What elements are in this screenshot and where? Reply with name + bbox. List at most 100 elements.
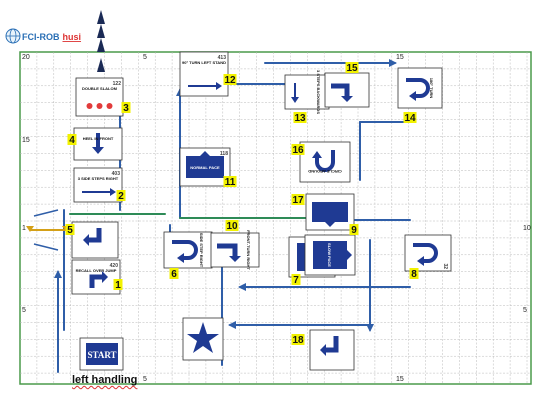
station-label: 3 STEPS BACKWARDS — [316, 70, 321, 114]
station-badge-18: 18 — [291, 334, 305, 346]
station-code: 32 — [442, 263, 448, 269]
axis-bottom-mid: 5 — [143, 376, 147, 383]
station-badge-17: 17 — [291, 194, 305, 206]
station-label: CIRCLE AROUND — [308, 169, 342, 174]
start-label: START — [87, 350, 116, 360]
station-number: 18 — [292, 335, 304, 346]
station-number: 9 — [351, 225, 357, 236]
arrow-icon — [89, 274, 104, 288]
station-number: 14 — [404, 113, 416, 124]
arrow-icon — [324, 336, 339, 353]
start-sign: START — [79, 337, 124, 371]
arrow-icon — [54, 270, 62, 278]
station-badge-13: 13 — [293, 112, 307, 124]
arrow-icon — [315, 150, 335, 172]
logo-primary: FCI-ROB — [22, 32, 60, 42]
axis-right-middle: 10 — [523, 225, 531, 232]
arrow-icon — [366, 324, 374, 332]
station-label: NORMAL PACE — [190, 165, 220, 170]
station-number: 5 — [67, 225, 73, 236]
station-badge-15: 15 — [345, 62, 359, 74]
cone-icon — [97, 58, 105, 72]
station-number: 3 — [123, 103, 129, 114]
arrow-icon — [87, 228, 102, 243]
arrow-icon — [331, 83, 350, 98]
station-label: SIDE STEP RIGHT — [199, 233, 204, 268]
station-badge-16: 16 — [291, 144, 305, 156]
station-number: 15 — [346, 63, 358, 74]
station-number: 13 — [294, 113, 306, 124]
station-sign-9: SLOW PACE — [304, 234, 356, 276]
axis-labels: 20 5 15 15 1 5 10 5 5 15 — [22, 54, 531, 383]
station-code: 413 — [218, 55, 227, 61]
station-label: SLOW PACE — [327, 243, 332, 267]
station-sign-17 — [305, 193, 355, 231]
cone-icon — [97, 10, 105, 24]
axis-top-left: 20 — [22, 54, 30, 61]
station-label: 180° TURN — [429, 78, 434, 99]
station-badge-14: 14 — [403, 112, 417, 124]
cone-icon — [106, 103, 113, 109]
logo-secondary: husi — [63, 32, 82, 42]
station-code: 403 — [112, 171, 121, 177]
station-number: 7 — [293, 275, 299, 286]
star-sign — [182, 317, 224, 361]
station-badge-5: 5 — [65, 224, 75, 236]
axis-top-right: 15 — [396, 54, 404, 61]
station-number: 1 — [115, 280, 121, 291]
axis-top-mid: 5 — [143, 54, 147, 61]
station-sign-15 — [324, 72, 370, 108]
arrow-icon — [238, 283, 246, 291]
star-icon — [187, 322, 219, 353]
station-sign-10: FRONT-TURN RIGHT — [210, 230, 260, 270]
arrow-icon — [172, 240, 198, 260]
station-badge-2: 2 — [116, 190, 126, 202]
station-badge-9: 9 — [349, 224, 359, 236]
station-number: 10 — [226, 221, 238, 232]
station-badge-3: 3 — [121, 102, 131, 114]
station-sign-4: HEEL IN FRONT — [73, 127, 123, 161]
station-number: 4 — [69, 135, 75, 146]
station-sign-5 — [71, 221, 119, 259]
arrow-icon — [345, 248, 352, 262]
axis-bottom-right: 15 — [396, 376, 404, 383]
station-sign-13: 3 STEPS BACKWARDS — [284, 70, 330, 114]
axis-left-middle: 1 — [22, 225, 26, 232]
station-label: HEEL IN FRONT — [83, 136, 114, 141]
cone-stack — [97, 10, 105, 72]
station-sign-8: 32 — [404, 234, 452, 272]
station-code: 122 — [113, 81, 122, 87]
arrow-icon — [389, 59, 397, 67]
station-sign-14: 180° TURN — [397, 67, 443, 109]
station-sign-16: CIRCLE AROUND — [299, 141, 351, 183]
station-badge-10: 10 — [225, 220, 239, 232]
cone-icon — [96, 103, 103, 109]
station-number: 2 — [118, 191, 124, 202]
logo-globe-icon — [5, 28, 21, 44]
axis-left-upper: 15 — [22, 137, 30, 144]
arrow-icon — [413, 243, 438, 263]
arrow-icon — [228, 321, 236, 329]
handling-caption: left handling — [72, 374, 138, 386]
arrow-icon — [323, 220, 337, 227]
station-number: 16 — [292, 145, 304, 156]
station-badge-12: 12 — [223, 74, 237, 86]
station-label: 3 SIDE STEPS RIGHT — [78, 176, 119, 181]
station-badge-11: 11 — [223, 176, 237, 188]
arrow-icon — [198, 151, 212, 158]
axis-right-lower: 5 — [523, 307, 527, 314]
station-code: 420 — [110, 263, 119, 269]
arrow-icon — [217, 243, 238, 258]
station-number: 8 — [411, 269, 417, 280]
cone-icon — [97, 38, 105, 52]
